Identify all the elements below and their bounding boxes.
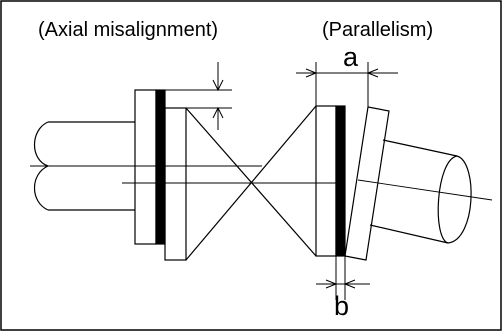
dimension-a bbox=[296, 62, 398, 107]
right-shaft bbox=[369, 139, 472, 244]
dimension-b bbox=[316, 256, 370, 300]
right-flange-band bbox=[335, 105, 346, 257]
center-lines bbox=[30, 165, 493, 201]
dimension-a-label: a bbox=[343, 42, 359, 72]
dimension-b-label: b bbox=[334, 291, 350, 321]
axial-misalignment-label: (Axial misalignment) bbox=[38, 19, 219, 41]
axial-offset-dimension bbox=[165, 62, 232, 130]
parallelism-label: (Parallelism) bbox=[322, 19, 434, 41]
right-flange bbox=[315, 105, 390, 261]
left-flange bbox=[134, 89, 187, 261]
left-flange-band bbox=[155, 89, 166, 245]
